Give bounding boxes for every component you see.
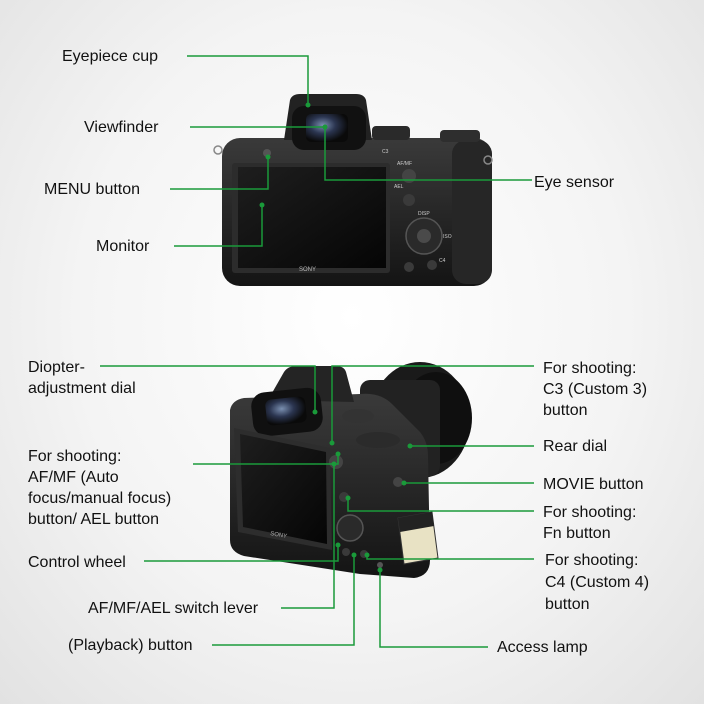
leader-c4 bbox=[366, 555, 534, 560]
leader-switch-lever bbox=[281, 464, 335, 609]
leader-control-wheel bbox=[144, 545, 339, 562]
iso-mark: ISO bbox=[443, 234, 452, 240]
label-viewfinder: Viewfinder bbox=[84, 119, 159, 136]
label-c3: For shooting: C3 (Custom 3) button bbox=[543, 360, 648, 419]
top-dial bbox=[342, 409, 374, 423]
camera-angle-view: SONY bbox=[230, 362, 472, 578]
label-menu-button: MENU button bbox=[44, 181, 141, 198]
disp-mark: DISP bbox=[418, 211, 430, 217]
leader-menu-button bbox=[170, 157, 269, 190]
label-rear-dial: Rear dial bbox=[543, 438, 608, 455]
c3-mark: C3 bbox=[382, 149, 389, 155]
label-fn: For shooting: Fn button bbox=[543, 504, 637, 542]
leader-eye-sensor bbox=[324, 127, 532, 181]
label-control-wheel: Control wheel bbox=[28, 554, 126, 571]
fn-button bbox=[403, 194, 415, 206]
front-dial bbox=[372, 126, 410, 140]
af-mf-mark: AF/MF bbox=[397, 161, 412, 167]
leader-eyepiece-cup bbox=[187, 55, 309, 105]
label-af-mf: For shooting: AF/MF (Auto focus/manual f… bbox=[28, 448, 172, 528]
exposure-comp-dial bbox=[440, 130, 480, 142]
leader-fn bbox=[347, 498, 534, 512]
rear-dial bbox=[356, 432, 400, 448]
leader-monitor bbox=[174, 205, 263, 247]
playback-button bbox=[404, 262, 414, 272]
label-access-lamp: Access lamp bbox=[497, 639, 588, 656]
label-eye-sensor: Eye sensor bbox=[534, 174, 615, 191]
control-wheel-angle bbox=[336, 514, 364, 542]
movie-button bbox=[393, 477, 403, 487]
access-lamp bbox=[377, 562, 383, 568]
label-movie: MOVIE button bbox=[543, 476, 644, 493]
label-c4: For shooting: C4 (Custom 4) button bbox=[545, 552, 650, 613]
brand-mark: SONY bbox=[299, 267, 316, 273]
c4-mark: C4 bbox=[439, 258, 446, 264]
center-button bbox=[417, 229, 431, 243]
brand-mark-angle: SONY bbox=[270, 531, 288, 540]
leader-af-mf bbox=[193, 454, 339, 465]
leader-diopter bbox=[100, 365, 316, 412]
c4-button bbox=[427, 260, 437, 270]
label-monitor: Monitor bbox=[96, 238, 150, 255]
label-eyepiece-cup: Eyepiece cup bbox=[62, 48, 159, 65]
leader-playback bbox=[212, 555, 355, 646]
monitor-screen-angle bbox=[240, 434, 327, 544]
leader-access-lamp bbox=[379, 570, 488, 648]
label-playback: (Playback) button bbox=[68, 637, 193, 654]
label-diopter: Diopter- adjustment dial bbox=[28, 359, 136, 397]
ael-mark: AEL bbox=[394, 184, 404, 190]
label-switch-lever: AF/MF/AEL switch lever bbox=[88, 600, 259, 617]
leader-c3 bbox=[331, 365, 534, 443]
